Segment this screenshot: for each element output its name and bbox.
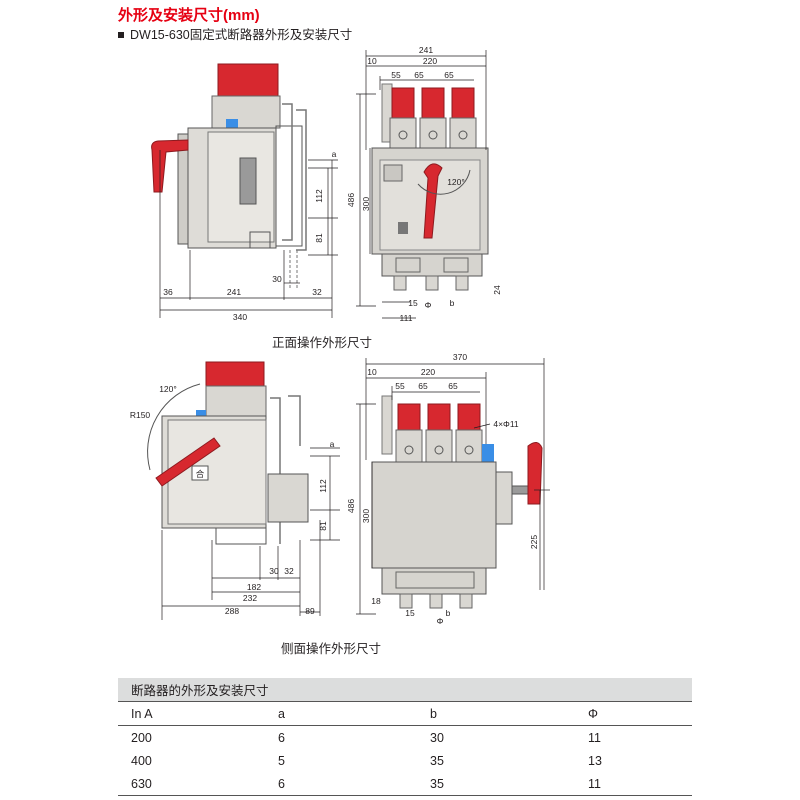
dim-24: 24 [492,285,502,295]
side-dim-225: 225 [529,535,539,549]
side-dim-b: b [446,608,451,618]
front-side-dim-text: a 112 81 30 36 241 32 340 [163,149,336,322]
side-dim-220: 220 [421,367,435,377]
cell-current: 200 [131,730,152,745]
side-dim-phi: Φ [437,616,444,626]
side-side-dimensions [161,447,340,620]
cell-phi: 11 [588,730,601,745]
col-header-b: b [417,701,575,726]
side-dim-112: 112 [318,479,328,493]
dim-300: 300 [361,197,371,211]
cell-a: 6 [265,772,417,796]
side-dim-32: 32 [284,566,294,576]
dim-15: 15 [408,298,418,308]
front-caption: 正面操作外形尺寸 [272,336,373,350]
side-dim-232: 232 [243,593,257,603]
table-row: 200 6 30 11 [118,726,692,750]
side-front-dimensions [356,358,550,615]
side-dim-182: 182 [247,582,261,592]
dim-220: 220 [423,56,437,66]
dim-241: 241 [419,45,433,55]
col-header-current: In A [118,701,265,726]
dim-30: 30 [272,274,282,284]
side-dim-370: 370 [453,352,467,362]
cell-phi: 11 [575,772,692,796]
dim-65b: 65 [444,70,454,80]
dim-10: 10 [367,56,377,66]
front-side-view [151,63,307,290]
side-dim-300: 300 [361,509,371,523]
dim-phi: Φ [425,300,432,310]
side-dim-486: 486 [346,499,356,513]
angle-120: 120° [447,177,465,187]
dimension-table: 断路器的外形及安装尺寸 In A a b Φ 200 6 30 11 400 5… [118,678,692,796]
side-dim-18: 18 [371,596,381,606]
side-dim-a: a [330,439,335,449]
side-dim-10: 10 [367,367,377,377]
col-header-a: a [265,701,417,726]
cell-a: 6 [278,730,285,745]
side-caption: 侧面操作外形尺寸 [281,642,382,656]
front-side-dimensions [159,150,338,318]
dim-241b: 241 [227,287,241,297]
front-front-view [371,83,489,291]
side-dim-30: 30 [269,566,279,576]
side-side-view [147,361,309,545]
side-dim-288: 288 [225,606,239,616]
dim-65a: 65 [414,70,424,80]
side-front-dim-text: 370 220 10 55 65 65 4×Φ11 486 300 225 18… [346,352,539,626]
dim-111: 111 [400,313,413,323]
side-side-dim-text: 120° R150 合 a 112 81 30 32 182 232 288 8… [130,384,335,616]
table-section-title: 断路器的外形及安装尺寸 [118,678,692,702]
page-title: 外形及安装尺寸(mm) [118,7,260,24]
closed-label: 合 [196,469,205,479]
subtitle-text: DW15-630固定式断路器外形及安装尺寸 [130,28,353,42]
side-dim-55: 55 [395,381,405,391]
front-front-dimensions [356,50,487,319]
bullet-square-icon [118,31,124,38]
cell-phi: 13 [588,753,602,768]
dim-a: a [332,149,337,159]
side-dim-15: 15 [405,608,415,618]
dim-112: 112 [314,189,324,203]
cell-b: 35 [417,772,575,796]
dim-b: b [450,298,455,308]
dim-r150: R150 [130,410,151,420]
cell-b: 35 [430,753,444,768]
side-front-view [371,395,543,609]
col-header-phi: Φ [575,701,692,726]
side-dim-89: 89 [305,606,315,616]
dim-81: 81 [314,233,324,243]
side-dim-65b: 65 [448,381,458,391]
technical-drawing: a 112 81 30 36 241 32 340 [130,45,550,626]
hole-label: 4×Φ11 [493,419,519,429]
table-row: 630 6 35 11 [118,772,692,796]
dim-36: 36 [163,287,173,297]
dim-340: 340 [233,312,247,322]
dim-55: 55 [391,70,401,80]
cell-current: 400 [131,753,152,768]
dim-32: 32 [312,287,322,297]
cell-a: 5 [278,753,285,768]
figure-subtitle: DW15-630固定式断路器外形及安装尺寸 [118,24,352,43]
side-dim-81: 81 [318,521,328,531]
dim-486: 486 [346,193,356,207]
front-front-dim-text: 241 220 10 55 65 65 486 300 120° 24 15 b… [346,45,502,323]
cell-current: 630 [118,772,265,796]
side-angle-120: 120° [159,384,177,394]
cell-b: 30 [430,730,444,745]
table-row: 400 5 35 13 [118,749,692,772]
table-header-row: In A a b Φ [118,701,692,726]
side-dim-65a: 65 [418,381,428,391]
